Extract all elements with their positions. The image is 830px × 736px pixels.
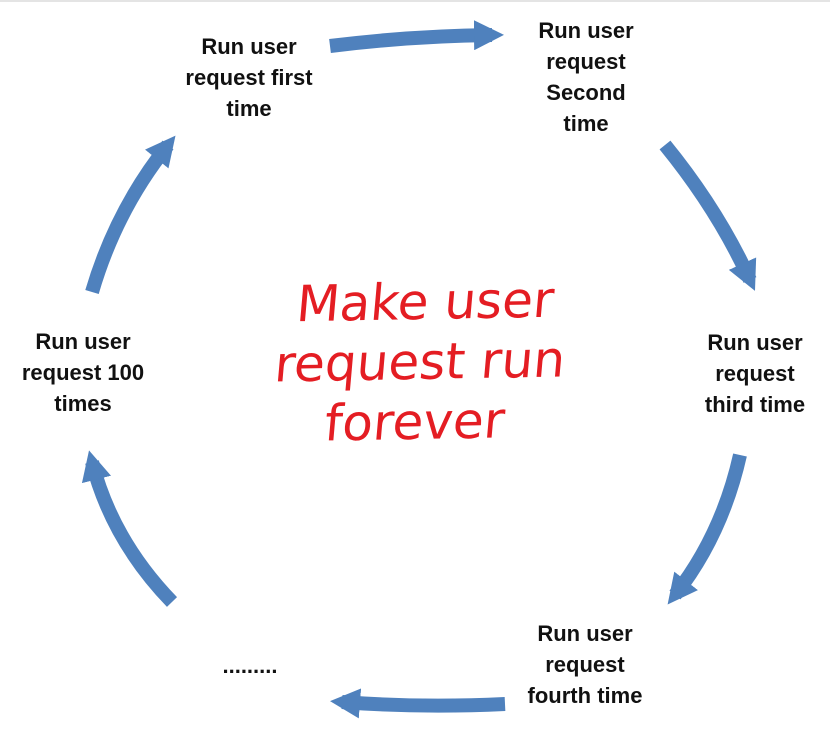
arrow-hundred-to-first bbox=[85, 135, 176, 294]
step-label-hundred: Run user request 100 times bbox=[21, 329, 145, 416]
center-title: Make user request run forever bbox=[272, 270, 568, 453]
arrow-first-to-second bbox=[329, 20, 504, 53]
step-label-ellipsis: ......... bbox=[222, 653, 278, 678]
arrow-second-to-third bbox=[659, 140, 757, 291]
step-label-third: Run user request third time bbox=[704, 330, 806, 417]
step-label-second: Run user request Second time bbox=[538, 18, 634, 136]
step-label-first: Run user request first time bbox=[185, 34, 313, 121]
arrow-fourth-to-ellipsis bbox=[330, 688, 506, 719]
arrow-third-to-fourth bbox=[667, 453, 747, 605]
arrow-ellipsis-to-hundred bbox=[81, 450, 178, 607]
step-label-fourth: Run user request fourth time bbox=[527, 621, 643, 708]
top-border bbox=[0, 0, 830, 2]
